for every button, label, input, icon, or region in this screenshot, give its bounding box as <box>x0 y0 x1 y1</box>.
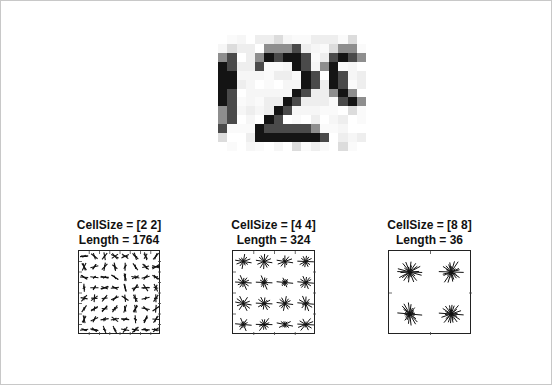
hog-glyphs <box>79 251 161 335</box>
cell-size-label: CellSize = [8 8] <box>387 218 471 233</box>
hog-plot: CellSize = [8 8]Length = 36 <box>388 250 471 334</box>
hog-plot: CellSize = [4 4]Length = 324 <box>232 250 315 334</box>
hog-glyphs <box>233 251 316 335</box>
cell-size-label: CellSize = [2 2] <box>77 218 161 233</box>
plot-title: CellSize = [4 4]Length = 324 <box>231 218 315 248</box>
hog-glyphs <box>389 251 472 335</box>
cell-size-label: CellSize = [4 4] <box>231 218 315 233</box>
length-label: Length = 324 <box>231 233 315 248</box>
length-label: Length = 1764 <box>77 233 161 248</box>
plot-title: CellSize = [8 8]Length = 36 <box>387 218 471 248</box>
digit-image <box>218 35 366 151</box>
length-label: Length = 36 <box>387 233 471 248</box>
hog-plot: CellSize = [2 2]Length = 1764 <box>78 250 160 334</box>
plot-title: CellSize = [2 2]Length = 1764 <box>77 218 161 248</box>
